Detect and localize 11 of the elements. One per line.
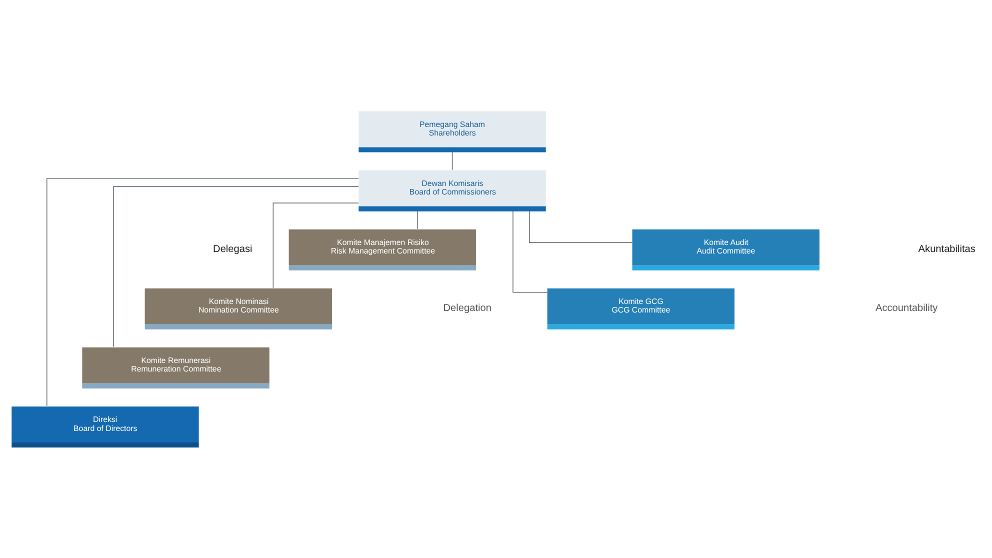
connector xyxy=(272,202,359,288)
connector xyxy=(452,152,453,170)
connector xyxy=(529,210,633,243)
label: Delegation xyxy=(443,303,492,314)
label: Accountability xyxy=(875,303,938,314)
label: Delegasi xyxy=(213,244,252,256)
connector xyxy=(46,178,359,406)
label: Akuntabilitas xyxy=(918,244,976,256)
connector xyxy=(512,210,548,293)
connector xyxy=(416,210,418,230)
connector xyxy=(113,186,359,348)
